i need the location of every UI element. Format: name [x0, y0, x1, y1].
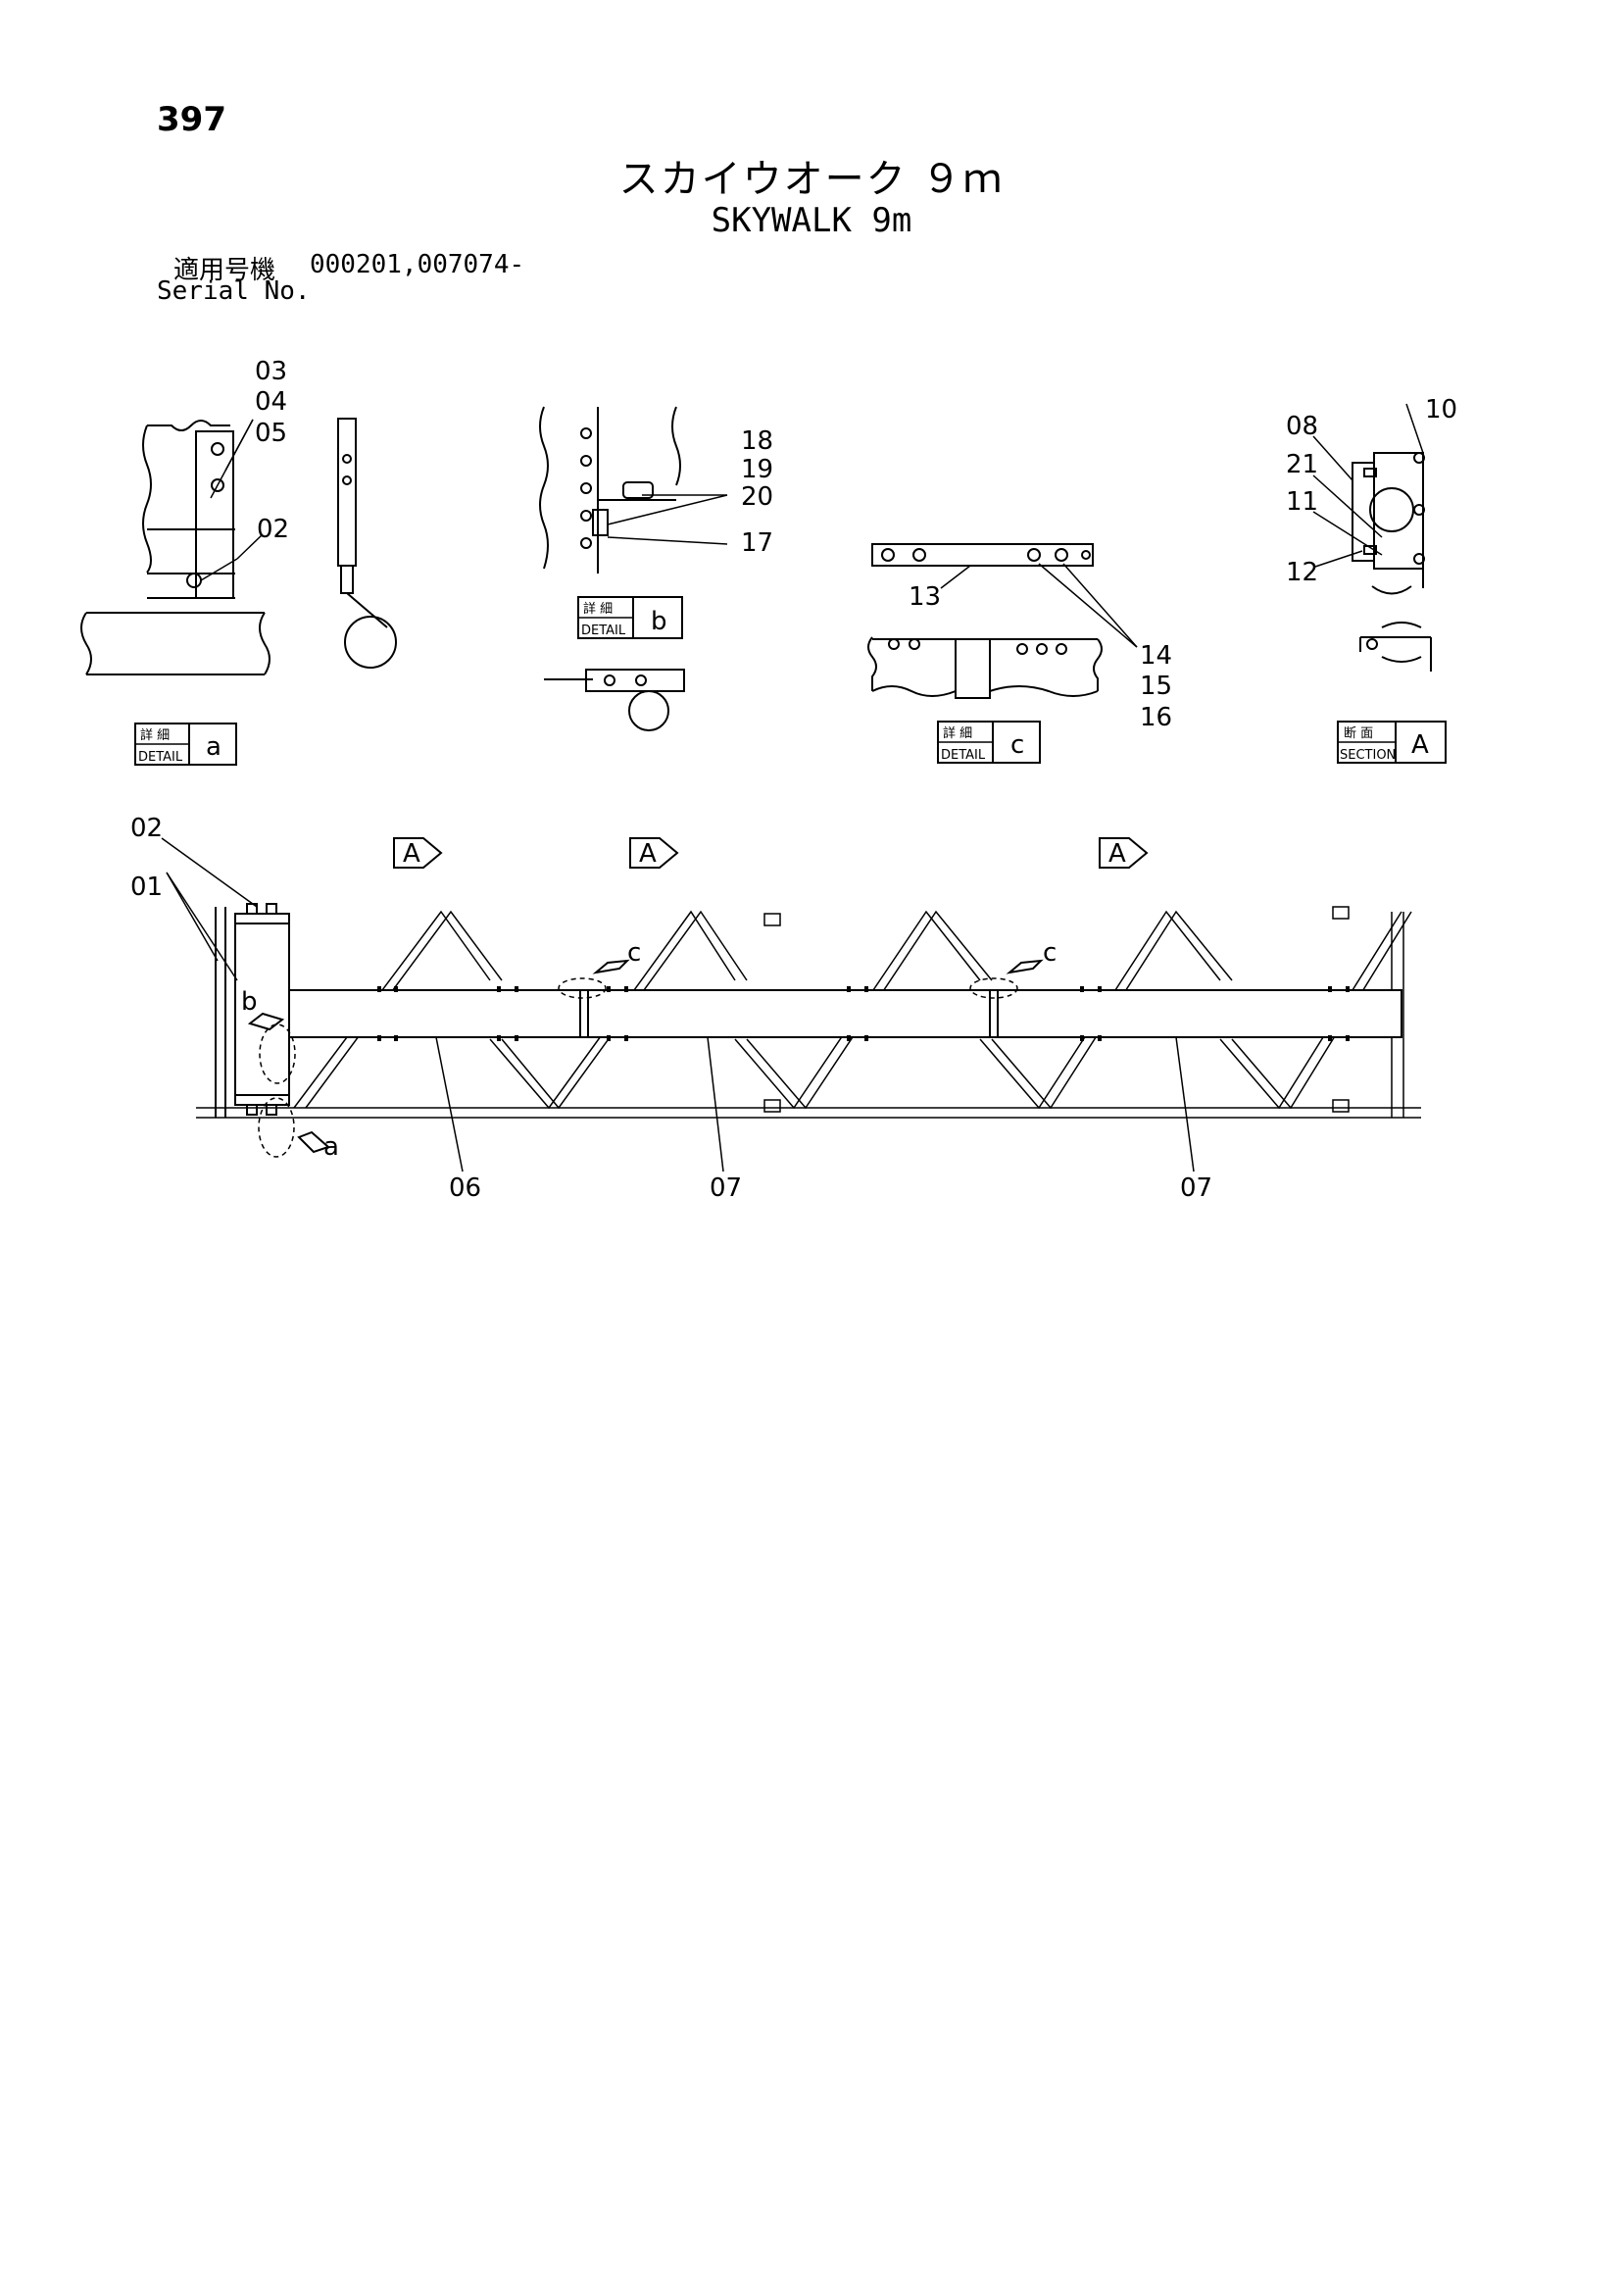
section-marker-1: A	[393, 837, 443, 869]
part-label-18: 18	[741, 426, 773, 456]
detail-circle-c-2	[969, 977, 1018, 999]
left-post	[215, 903, 290, 1118]
detail-ref-b: b	[241, 987, 258, 1017]
detail-b-side-view	[544, 669, 685, 731]
title-japanese: スカイウオーク ９ｍ	[618, 157, 1005, 202]
detail-ref-a: a	[323, 1132, 339, 1162]
detail-circle-a	[258, 1097, 295, 1158]
part-label-02: 02	[130, 814, 163, 843]
page-number: 397	[157, 100, 226, 139]
part-label-05: 05	[255, 419, 287, 448]
detail-c-view	[867, 543, 1138, 699]
detail-box-b-top: 詳 細	[583, 601, 613, 617]
part-label-20: 20	[741, 482, 773, 512]
section-marker-2: A	[629, 837, 679, 869]
serial-label-japanese: 適用号機	[173, 256, 276, 285]
detail-box-b: 詳 細 DETAIL b	[577, 596, 683, 639]
detail-box-a: 詳 細 DETAIL a	[134, 723, 237, 766]
part-label-12: 12	[1286, 558, 1318, 587]
section-marker-3-letter: A	[1108, 839, 1126, 869]
part-label-13: 13	[909, 582, 941, 612]
part-label-08: 08	[1286, 412, 1318, 441]
detail-box-a-top: 詳 細	[140, 727, 170, 743]
title-english: SKYWALK 9m	[711, 201, 912, 240]
detail-b-view	[539, 406, 728, 574]
detail-box-a-bottom: DETAIL	[138, 750, 183, 765]
part-label-07-a: 07	[710, 1173, 742, 1203]
section-box-a-letter: A	[1411, 730, 1429, 760]
section-box-a-bottom: SECTION	[1340, 748, 1396, 763]
detail-box-c: 詳 細 DETAIL c	[937, 721, 1041, 764]
view-arrow-b	[247, 1012, 285, 1031]
part-label-17: 17	[741, 528, 773, 558]
serial-label-english: Serial No.	[157, 276, 311, 306]
view-arrow-c-1	[592, 959, 630, 974]
detail-a-view	[80, 418, 397, 675]
detail-box-c-bottom: DETAIL	[941, 748, 986, 763]
detail-box-a-letter: a	[206, 732, 221, 762]
detail-box-b-letter: b	[651, 607, 667, 636]
walkway-beam	[288, 989, 1402, 1038]
view-arrow-c-2	[1006, 959, 1044, 974]
section-marker-2-letter: A	[639, 839, 657, 869]
detail-circle-b	[259, 1023, 296, 1084]
section-marker-3: A	[1099, 837, 1149, 869]
section-box-a: 断 面 SECTION A	[1337, 721, 1447, 764]
section-a-view	[1312, 403, 1432, 672]
section-marker-1-letter: A	[403, 839, 420, 869]
detail-ref-c-2: c	[1043, 938, 1057, 968]
part-label-04: 04	[255, 387, 287, 417]
part-label-19: 19	[741, 455, 773, 484]
part-label-15: 15	[1140, 672, 1172, 701]
section-box-a-top: 断 面	[1344, 726, 1373, 741]
detail-circle-c-1	[558, 977, 607, 999]
part-label-02-detail: 02	[257, 515, 289, 544]
part-label-01: 01	[130, 873, 163, 902]
beam-bolts	[377, 986, 1350, 1041]
part-label-14: 14	[1140, 641, 1172, 671]
part-label-21: 21	[1286, 450, 1318, 479]
part-label-07-b: 07	[1180, 1173, 1212, 1203]
view-arrow-a	[297, 1130, 330, 1154]
part-label-11: 11	[1286, 487, 1318, 517]
part-label-10: 10	[1425, 395, 1457, 424]
detail-box-b-bottom: DETAIL	[581, 624, 626, 638]
serial-numbers: 000201,007074-	[310, 250, 525, 279]
truss-framework	[196, 906, 1421, 1119]
detail-ref-c-1: c	[627, 938, 641, 968]
detail-box-c-letter: c	[1010, 730, 1024, 760]
part-label-06: 06	[449, 1173, 481, 1203]
part-label-03: 03	[255, 357, 287, 386]
detail-box-c-top: 詳 細	[943, 725, 972, 741]
part-label-16: 16	[1140, 703, 1172, 732]
